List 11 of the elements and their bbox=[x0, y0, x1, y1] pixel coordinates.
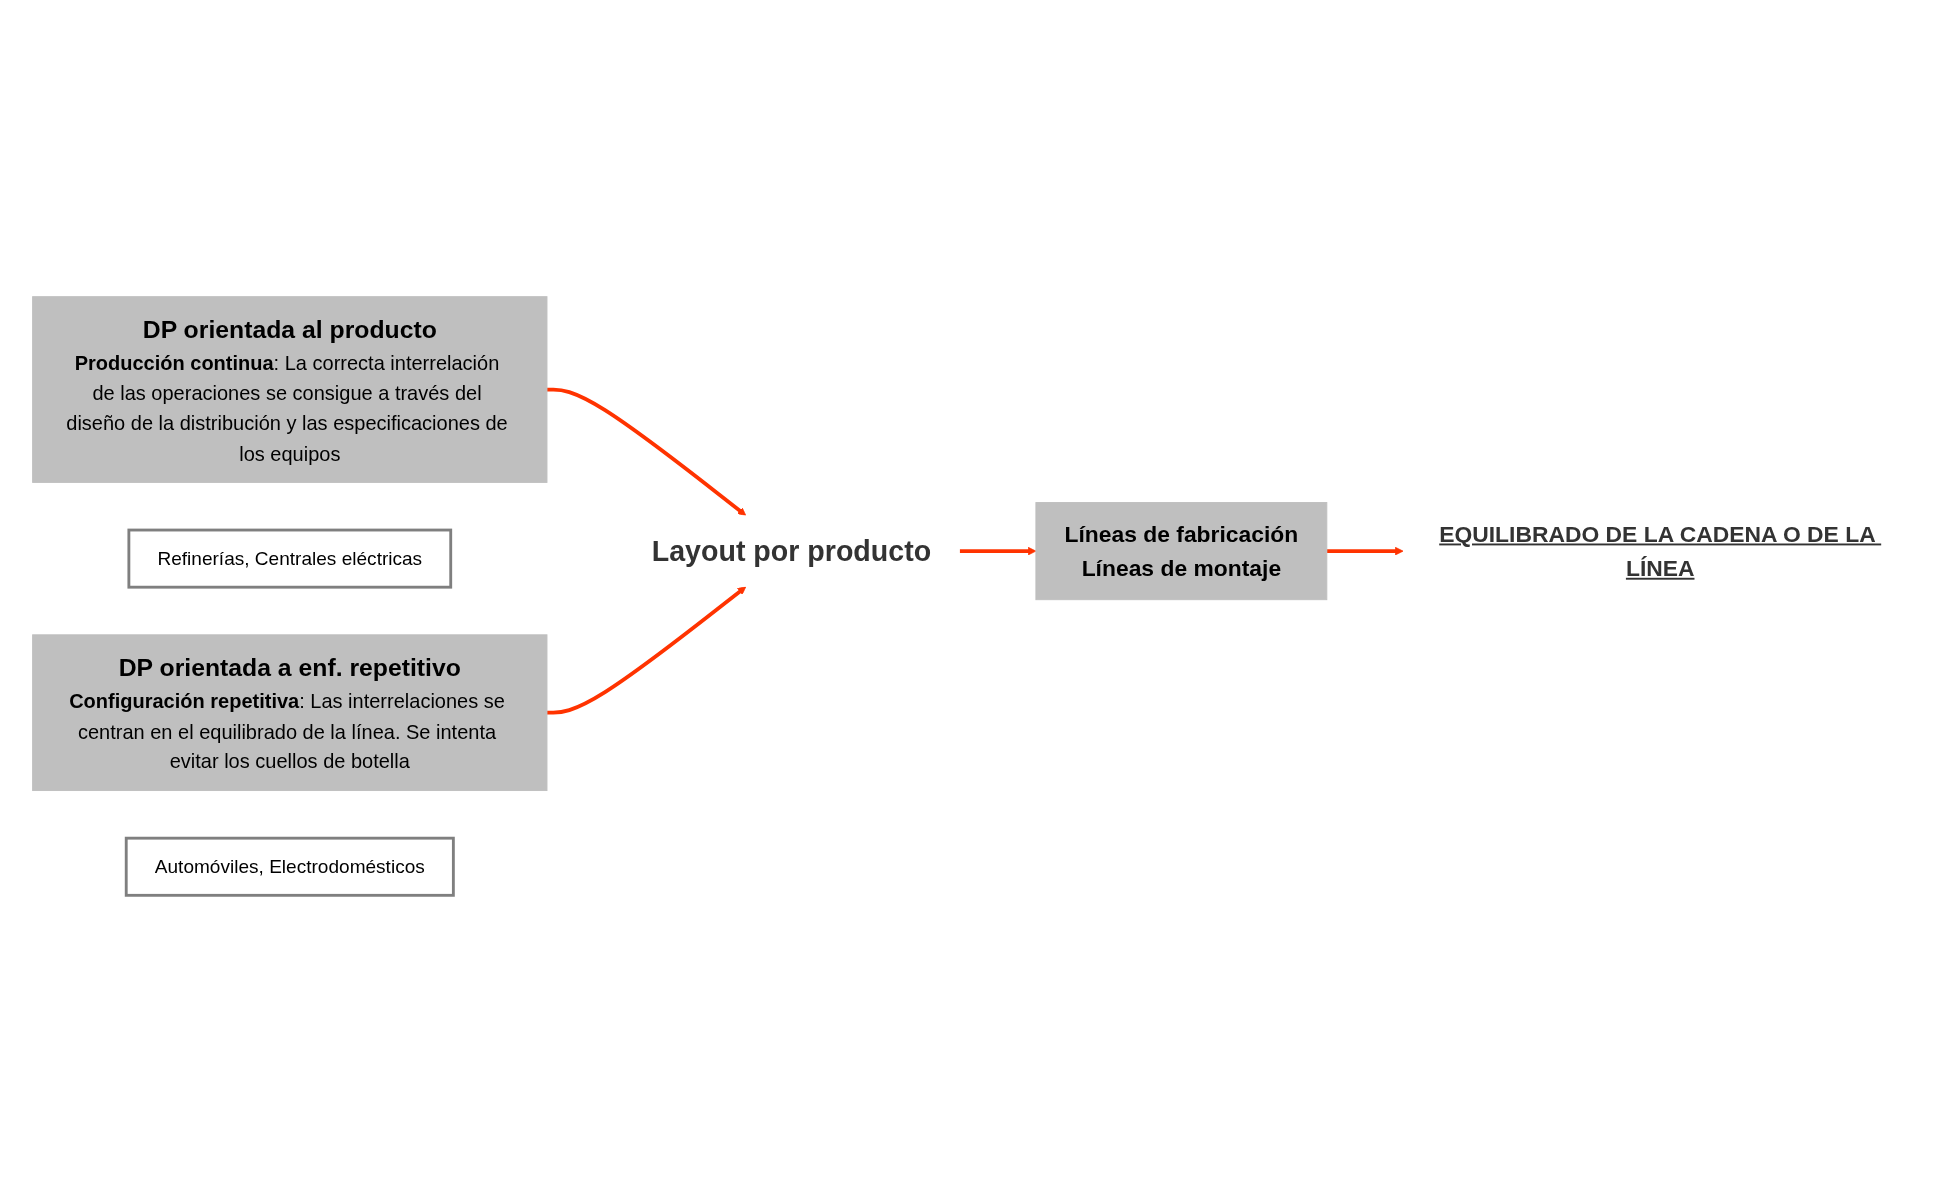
arrow bbox=[546, 387, 746, 516]
node-box: DP orientada a enf. repetitivo Configuración repetitiva: Las interrelaciones se centran en el equilibrado de la línea. Se intenta evitar los cuellos de botella bbox=[31, 634, 547, 792]
node-text: Layout por producto bbox=[651, 535, 931, 567]
node-box: Refinerías, Centrales eléctricas bbox=[126, 528, 452, 589]
node-box: DP orientada al producto Producción continua: La correcta interrelación de las operaciones se consigue a través del diseño de la distribución y las especificaciones de los equipos bbox=[31, 296, 547, 483]
arrow bbox=[1326, 546, 1403, 556]
arrow bbox=[959, 546, 1036, 556]
node-text: EQUILIBRADO DE LA CADENA O DE LA LÍNEA bbox=[1438, 520, 1875, 581]
node-box: Automóviles, Electrodomésticos bbox=[124, 836, 455, 897]
node-box: Líneas de fabricación Líneas de montaje bbox=[1034, 502, 1327, 601]
arrow bbox=[546, 586, 746, 715]
